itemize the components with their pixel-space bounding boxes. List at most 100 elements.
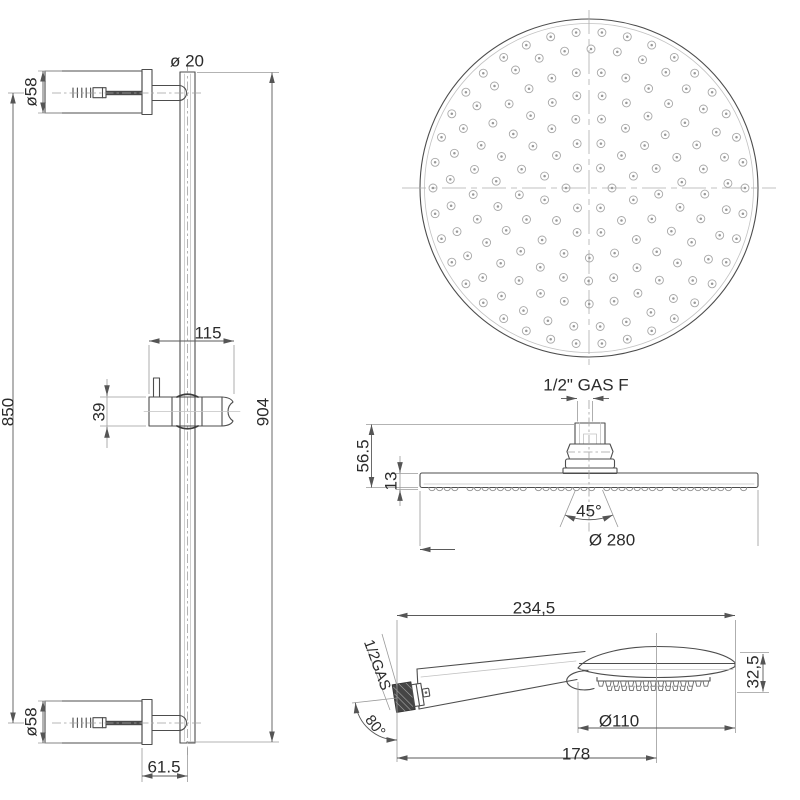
face-nozzle [635,685,642,692]
nozzle-hole [654,189,664,199]
nozzle-hole [680,118,690,128]
nozzle-hole [496,258,506,268]
nozzle-hole [482,238,492,247]
nozzle-hole [463,251,473,261]
nozzle-hole [478,68,488,78]
nozzle-hole [560,46,570,56]
nozzle-hole [468,190,478,199]
face-nozzle [650,685,657,692]
nozzle-hole [621,123,630,133]
nozzle-hole [647,326,657,336]
dim-handle-length: 178 [562,745,590,764]
dim-total-height: 56.5 [354,439,373,472]
nozzle-hole [572,91,582,101]
side-nozzle [534,487,543,492]
side-nozzle [641,487,649,492]
nozzle-hole [571,339,581,348]
nozzle-hole [571,28,581,37]
nozzle-hole [584,299,594,309]
nozzle-hole [669,52,679,62]
nozzle-hole [573,163,582,173]
nozzle-hole [490,81,499,91]
dim-bracket-diameter-top: ø58 [22,77,41,106]
nozzle-hole [522,215,531,224]
nozzle-hole [559,248,569,258]
side-nozzle [580,487,588,492]
nozzle-hole [552,216,561,225]
nozzle-hole [559,296,569,306]
side-nozzle-row [428,487,748,492]
face-nozzle [628,685,635,692]
spray-angle-45: 45° [559,489,619,528]
dim-head-thickness: 32,5 [744,655,763,688]
dim-edge-thickness: 13 [382,472,401,491]
nozzle-hole [595,322,605,331]
nozzle-hole [690,298,700,308]
face-nozzle [686,685,693,692]
face-nozzle [621,685,628,692]
clipped-edge-mask [583,546,643,562]
face-nozzle [679,685,686,692]
side-nozzle [694,487,702,492]
face-nozzle [650,680,657,687]
nozzle-hole [644,84,654,93]
face-nozzle [657,685,664,692]
face-nozzle [642,680,650,687]
nozzle-hole [516,246,526,256]
nozzle-hole [547,98,557,107]
nozzle-hole [488,118,498,128]
nozzle-hole [534,53,544,63]
nozzle-hole [664,99,674,109]
face-nozzle [687,680,695,687]
nozzle-hole [597,114,606,124]
rail-dimensions: ø 20 ø58 ø58 115 39 850 904 61.5 [0,52,279,782]
nozzle-hole [720,152,729,162]
face-nozzle [613,685,620,692]
rail-front-view: ø 20 ø58 ø58 115 39 850 904 61.5 [0,52,279,782]
handle-button [421,687,431,698]
nozzle-hole [547,124,557,134]
side-nozzle [443,487,451,492]
nozzle-hole [596,68,606,78]
nozzle-hole [511,65,520,75]
side-nozzle [489,487,497,492]
side-nozzle [473,487,482,492]
side-nozzle [572,487,581,492]
side-nozzle [496,487,505,492]
dim-fixing-centers: 850 [0,398,18,426]
nozzle-hole [597,91,607,101]
nozzle-hole [621,98,631,108]
side-nozzle [739,487,748,492]
side-nozzle [542,487,550,492]
nozzle-hole [643,111,653,121]
dim-handle-angle: 80° [361,712,388,740]
nozzle-hole [470,164,479,174]
side-nozzle [709,487,717,492]
face-nozzle [635,680,642,687]
nozzle-hole [447,109,457,119]
side-nozzle [428,487,436,492]
nozzle-hole [696,214,706,224]
side-nozzle [618,487,626,492]
nozzle-hole [526,111,536,121]
side-nozzle [671,487,679,492]
side-view-dimensions: 56.5 13 Ø 280 [354,395,759,562]
nozzle-hole [452,227,462,237]
nozzle-hole [437,234,446,244]
nozzle-hole [740,183,750,193]
connection-label: 1/2" GAS F [543,376,628,395]
nozzle-hole [573,203,582,213]
nozzle-hole [661,67,671,77]
nozzle-hole [612,47,622,57]
nozzle-hole [449,148,459,158]
nozzle-hole [687,237,697,247]
nozzle-hole [521,40,531,50]
face-nozzle [695,680,702,687]
hand-shower-handle [416,650,586,710]
nozzle-hole [491,176,501,186]
nozzle-hole [621,317,631,327]
nozzle-hole [628,195,638,205]
nozzle-hole [519,306,528,316]
overhead-shower-side-view: 45° 56.5 [354,395,759,562]
